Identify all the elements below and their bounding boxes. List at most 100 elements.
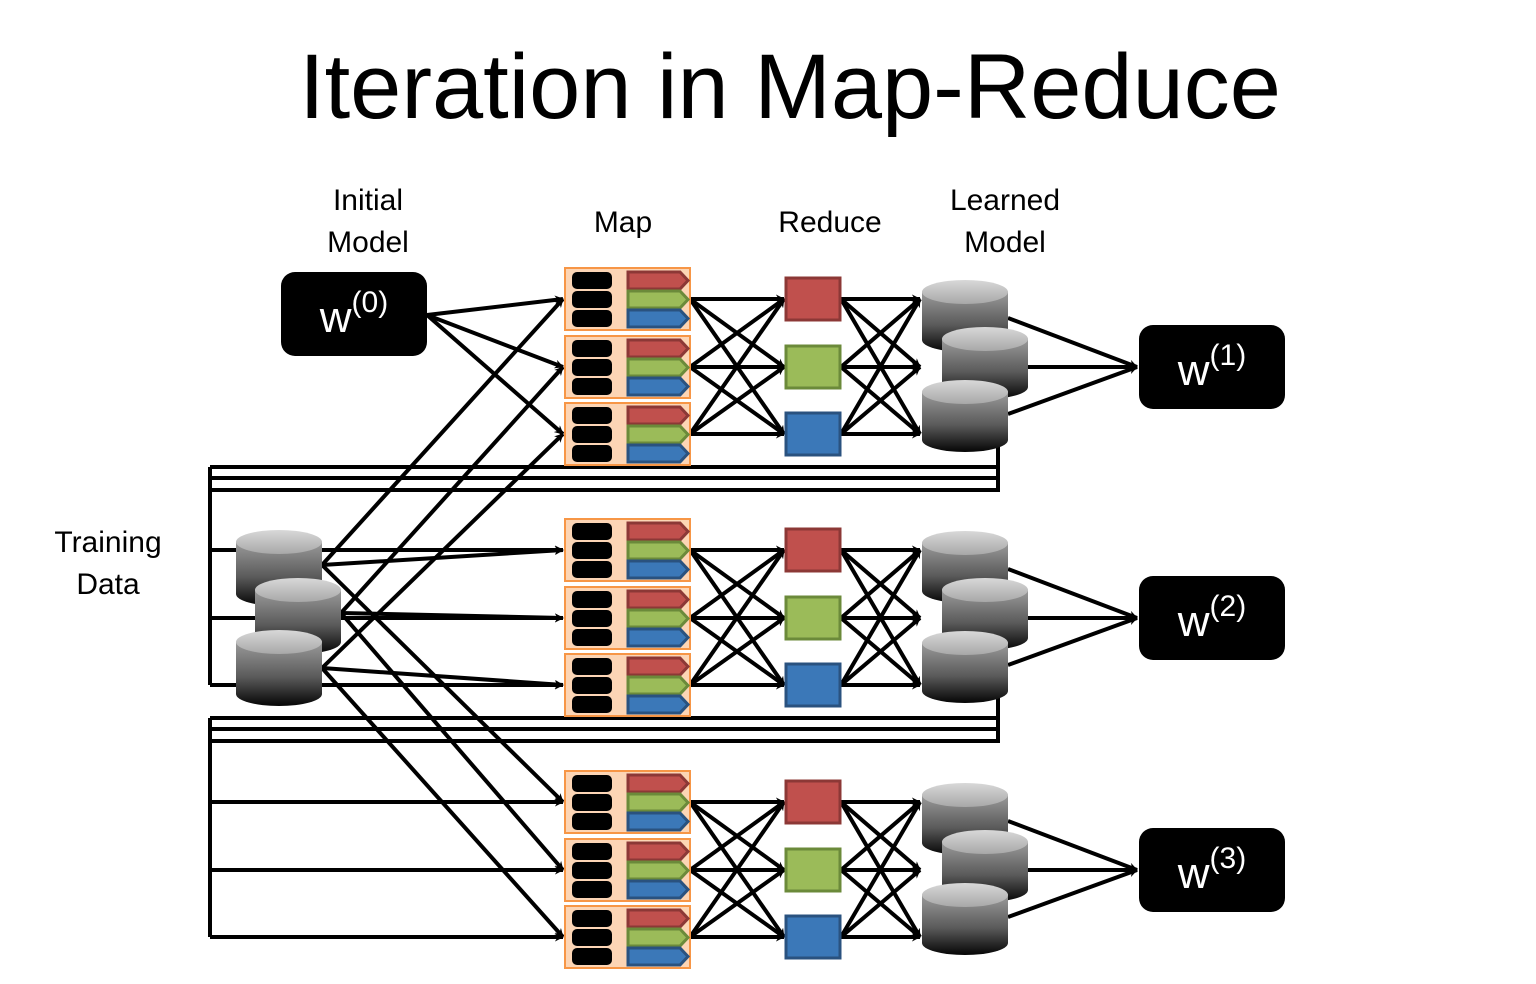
initial-model-label: Model <box>327 226 409 259</box>
record-icon <box>572 591 612 608</box>
initial-model-arrow <box>426 295 564 317</box>
record-icon <box>572 340 612 357</box>
cylinder-body <box>236 642 322 706</box>
key-value-arrow-icon <box>626 773 691 794</box>
record-icon <box>572 310 612 327</box>
record-icon <box>572 272 612 289</box>
map-task-block <box>564 905 691 969</box>
initial-model-label: Initial <box>333 184 403 217</box>
reduce-task-square <box>784 847 842 893</box>
key-value-arrow-icon <box>626 521 691 542</box>
map-to-reduce-arrow <box>688 616 786 687</box>
record-icon <box>572 542 612 559</box>
map-to-reduce-arrow <box>688 548 786 620</box>
reduce-to-learned-arrow <box>839 868 922 939</box>
record-icon <box>572 407 612 424</box>
key-value-arrow-icon <box>626 376 691 397</box>
reduce-task-square <box>784 779 842 825</box>
model-label-w0: w(0) <box>319 286 388 342</box>
map-task-block <box>564 838 691 902</box>
map-to-reduce-arrow <box>688 548 786 687</box>
model-box-w0 <box>281 272 427 356</box>
record-icon <box>572 929 612 946</box>
training-data-arrow <box>321 666 564 689</box>
map-task-block <box>564 653 691 717</box>
reduce-task-square <box>784 527 842 573</box>
reduce-to-learned-arrow <box>839 800 922 872</box>
cylinder-body <box>922 895 1008 955</box>
key-value-arrow-icon <box>626 627 691 648</box>
training-data-arrow <box>321 546 564 567</box>
model-box-w2 <box>1139 576 1285 660</box>
key-value-arrow-icon <box>626 908 691 929</box>
record-icon <box>572 523 612 540</box>
cylinder-top <box>942 327 1028 351</box>
key-value-arrow-icon <box>626 811 691 832</box>
reduce-to-learned-arrow <box>839 548 922 620</box>
map-to-reduce-arrow <box>688 800 786 872</box>
reduce-task-square <box>784 595 842 641</box>
learned-model-cylinder <box>922 631 1008 703</box>
map-task-block <box>564 335 691 399</box>
record-icon <box>572 910 612 927</box>
reduce-task-square <box>784 914 842 960</box>
cylinder-body <box>922 643 1008 703</box>
reduce-to-learned-arrow <box>839 297 922 369</box>
record-icon <box>572 629 612 646</box>
cylinder-body <box>922 392 1008 452</box>
map-to-reduce-arrow <box>688 297 786 436</box>
record-icon <box>572 610 612 627</box>
record-icon <box>572 696 612 713</box>
nodes: w(0)w(1)w(2)w(3) <box>236 267 1285 969</box>
cylinder-top <box>922 883 1008 907</box>
reduce-task-square <box>784 662 842 708</box>
training-data-cylinder <box>236 630 322 706</box>
reduce-to-learned-arrow <box>839 365 922 436</box>
cylinder-top <box>236 630 322 654</box>
cylinder-top <box>922 783 1008 807</box>
record-icon <box>572 426 612 443</box>
record-icon <box>572 813 612 830</box>
learned-model-cylinder <box>922 380 1008 452</box>
key-value-arrow-icon <box>626 338 691 359</box>
key-value-arrow-icon <box>626 405 691 426</box>
map-task-block <box>564 518 691 582</box>
learned-to-model-arrow <box>1007 819 1138 872</box>
record-icon <box>572 948 612 965</box>
map-task-block <box>564 586 691 650</box>
record-icon <box>572 378 612 395</box>
key-value-arrow-icon <box>626 289 691 310</box>
cylinder-top <box>922 280 1008 304</box>
key-value-arrow-icon <box>626 841 691 862</box>
cylinder-top <box>255 578 341 602</box>
cylinder-top <box>236 530 322 554</box>
record-icon <box>572 445 612 462</box>
map-task-block <box>564 267 691 331</box>
record-icon <box>572 291 612 308</box>
reduce-task-square <box>784 276 842 322</box>
learned-model-label: Model <box>964 226 1046 259</box>
record-icon <box>572 658 612 675</box>
initial-model-arrow <box>426 313 564 369</box>
learned-to-model-arrow <box>1007 616 1138 667</box>
map-to-reduce-arrow <box>688 800 786 939</box>
reduce-to-learned-arrow <box>839 616 922 687</box>
key-value-arrow-icon <box>626 656 691 677</box>
reduce-to-learned-arrow <box>839 800 922 939</box>
learned-model-cylinder <box>922 883 1008 955</box>
key-value-arrow-icon <box>626 357 691 378</box>
map-to-reduce-arrow <box>688 868 786 939</box>
record-icon <box>572 843 612 860</box>
record-icon <box>572 561 612 578</box>
record-icon <box>572 775 612 792</box>
record-icon <box>572 881 612 898</box>
model-label-w2: w(2) <box>1177 590 1246 646</box>
key-value-arrow-icon <box>626 589 691 610</box>
reduce-to-learned-arrow <box>839 548 922 687</box>
key-value-arrow-icon <box>626 559 691 580</box>
key-value-arrow-icon <box>626 270 691 291</box>
learned-to-model-arrow <box>1007 316 1138 369</box>
key-value-arrow-icon <box>626 946 691 967</box>
key-value-arrow-icon <box>626 860 691 881</box>
